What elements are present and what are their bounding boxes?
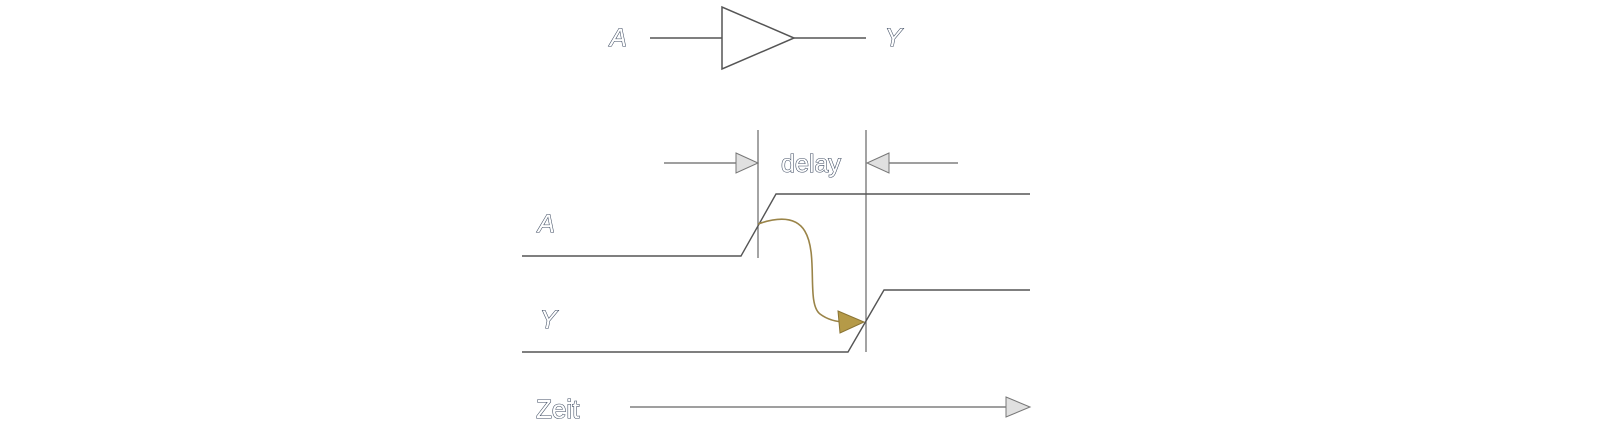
signal-y-label: Y: [540, 306, 559, 334]
signal-y-waveform: Y: [522, 289, 1030, 353]
signal-a-waveform: A: [522, 193, 1030, 257]
buffer-triangle-icon: [721, 5, 796, 71]
buffer-input-label: A: [608, 24, 627, 52]
delay-label: delay: [781, 150, 841, 178]
causality-arrowhead-icon: [837, 310, 866, 334]
signal-a-line: [522, 193, 1030, 257]
time-axis: Zeit: [535, 393, 1032, 425]
signal-y-line: [522, 289, 1030, 353]
buffer-gate-symbol: A Y: [607, 5, 905, 71]
signal-a-label: A: [536, 210, 555, 238]
time-axis-label: Zeit: [536, 394, 580, 424]
arrow-left-icon: [865, 152, 890, 174]
arrow-right-icon: [735, 152, 760, 174]
time-arrow-icon: [1005, 396, 1032, 418]
buffer-output-label: Y: [885, 24, 904, 52]
delay-indicator: delay: [664, 130, 958, 352]
causality-curve: [757, 218, 847, 323]
causality-arrow: [757, 218, 866, 334]
